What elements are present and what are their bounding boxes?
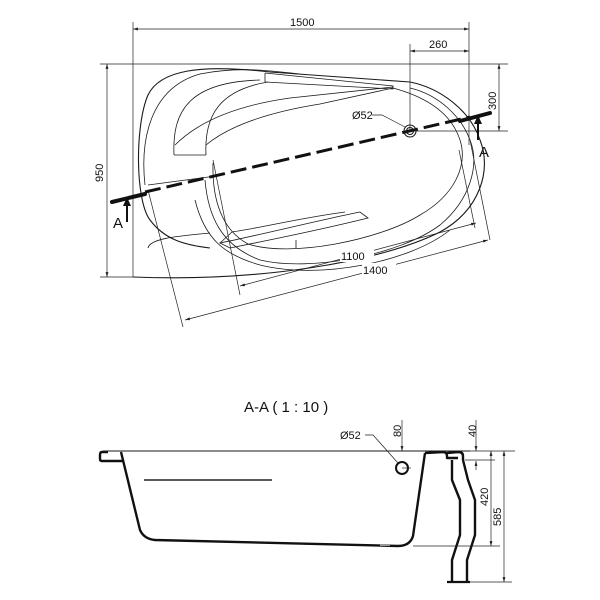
section-view: A-A ( 1 : 10 ) Ø52 80 40 420 bbox=[98, 399, 515, 584]
headrest-top bbox=[174, 86, 394, 146]
dim-label-1500: 1500 bbox=[290, 17, 314, 29]
rim-outer-left bbox=[143, 69, 301, 186]
dim-label-300: 300 bbox=[487, 92, 499, 110]
right-rim-outer bbox=[446, 450, 465, 460]
tub-outer-outline bbox=[132, 68, 485, 279]
dim-line-1400 bbox=[184, 239, 489, 321]
headrest-shelf bbox=[264, 72, 394, 90]
section-line-end-right bbox=[458, 111, 492, 123]
section-line-a-a bbox=[144, 115, 471, 194]
section-line-end-left bbox=[110, 192, 147, 204]
drain-leader bbox=[372, 114, 406, 128]
dim-label-80: 80 bbox=[392, 425, 404, 437]
ext-1400-right bbox=[469, 139, 491, 241]
drain-label-section: Ø52 bbox=[340, 430, 361, 442]
dim-label-1400: 1400 bbox=[363, 265, 387, 277]
left-rim-lip bbox=[98, 450, 124, 463]
plan-view: 1500 260 300 950 bbox=[94, 17, 508, 328]
tub-body-profile bbox=[119, 451, 427, 548]
dim-label-420: 420 bbox=[479, 488, 491, 506]
dim-label-950: 950 bbox=[94, 164, 106, 182]
headrest-inner bbox=[205, 81, 269, 156]
dim-label-585: 585 bbox=[492, 508, 504, 526]
leg-back bbox=[461, 459, 477, 582]
basin-inner bbox=[212, 87, 463, 250]
drain-outer-ring bbox=[403, 124, 417, 138]
tub-left-edge bbox=[147, 232, 211, 249]
ext-1100-right bbox=[458, 149, 476, 229]
dim-label-1100: 1100 bbox=[341, 251, 365, 263]
dim-label-40: 40 bbox=[467, 425, 479, 437]
label-mask-1400 bbox=[362, 263, 396, 276]
rim-inner-left bbox=[173, 79, 261, 156]
section-arrow-right-icon bbox=[474, 115, 482, 124]
rim-left-base bbox=[147, 175, 217, 186]
section-arrow-left-icon bbox=[123, 197, 131, 206]
drain-inner-ring bbox=[405, 126, 415, 136]
leg-front bbox=[450, 460, 462, 582]
overflow-leader bbox=[365, 434, 399, 464]
section-marker-left: A bbox=[113, 215, 123, 232]
section-title: A-A ( 1 : 10 ) bbox=[244, 399, 328, 416]
right-rim-profile bbox=[424, 450, 458, 460]
dim-label-260: 260 bbox=[429, 39, 447, 51]
section-marker-right: A bbox=[479, 144, 489, 161]
drain-label-plan: Ø52 bbox=[352, 110, 373, 122]
ext-1100-left bbox=[212, 159, 241, 296]
headrest-bottom bbox=[205, 87, 394, 146]
ext-1400-left bbox=[147, 189, 184, 328]
